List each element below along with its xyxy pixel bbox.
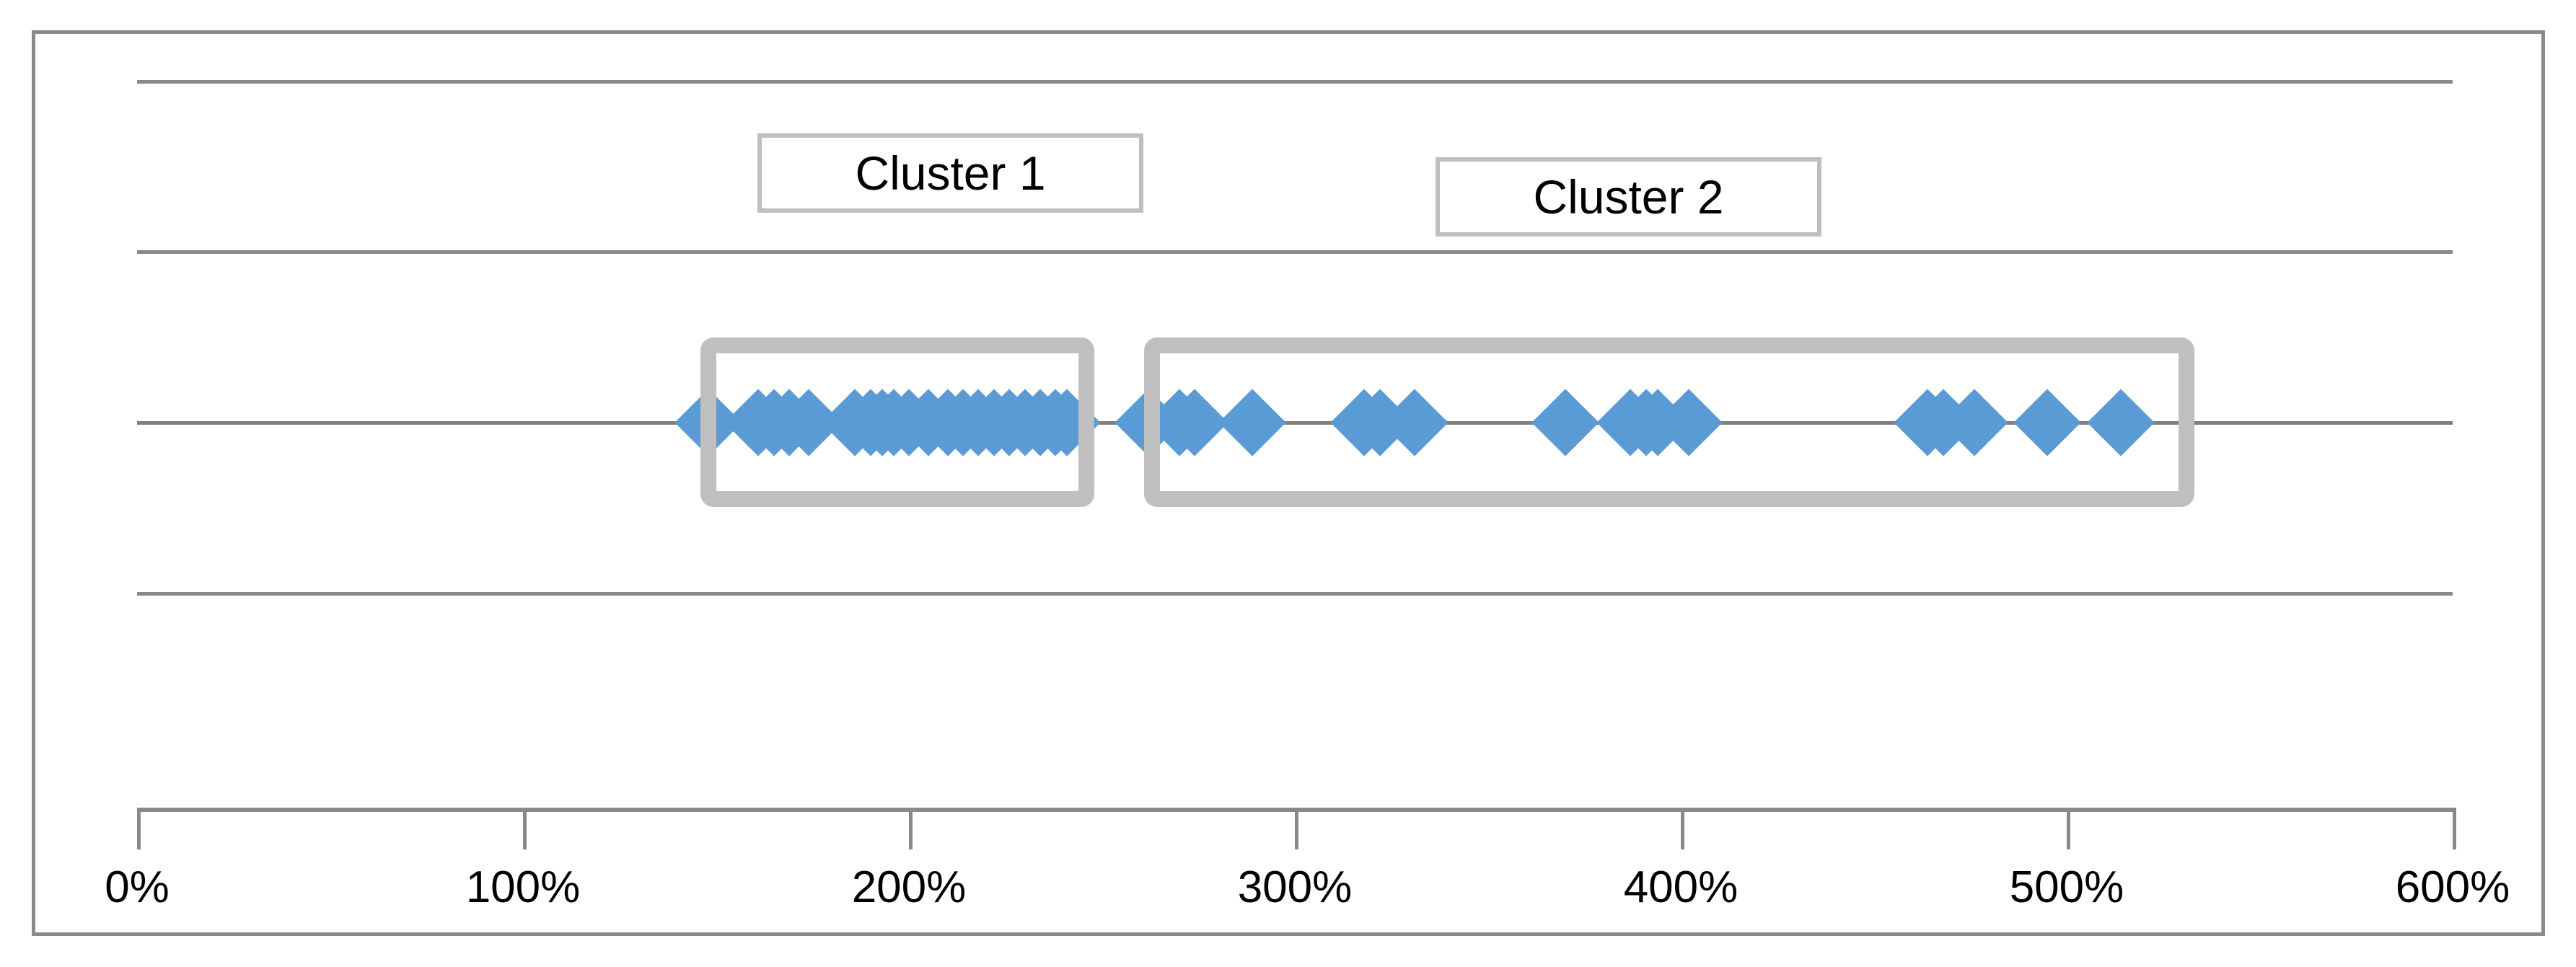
cluster-2-callout: Cluster 2 bbox=[1436, 157, 1821, 237]
chart-outer-frame bbox=[32, 30, 2545, 936]
cluster-1-label-text: Cluster 1 bbox=[855, 146, 1046, 200]
cluster-2-label-text: Cluster 2 bbox=[1533, 170, 1724, 224]
cluster-1-callout: Cluster 1 bbox=[757, 133, 1143, 213]
